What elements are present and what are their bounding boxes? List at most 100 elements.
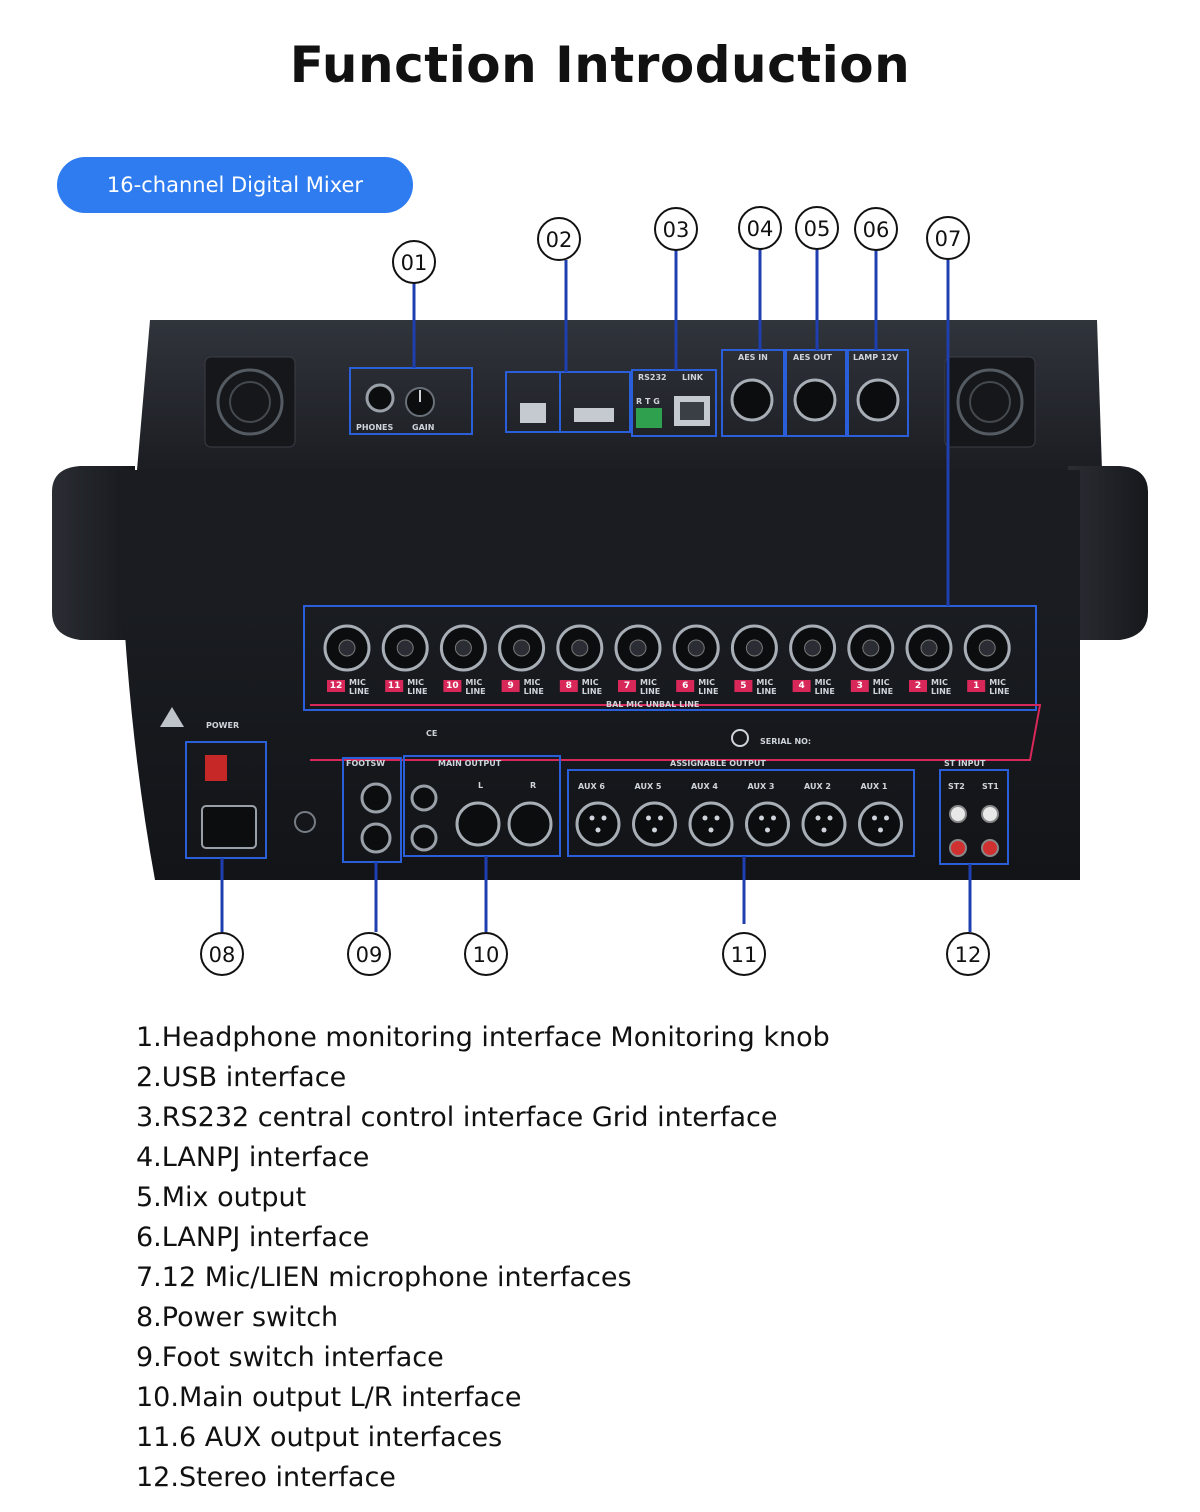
line-label: LINE	[465, 687, 485, 696]
rtg-label: R T G	[636, 397, 660, 406]
page-title: Function Introduction	[289, 36, 911, 94]
channel-number: 3	[857, 681, 863, 691]
assignable-output-label: ASSIGNABLE OUTPUT	[670, 759, 766, 768]
feature-item: 2.USB interface	[136, 1062, 347, 1093]
feature-item: 9.Foot switch interface	[136, 1342, 444, 1373]
mic-label: MIC	[349, 678, 366, 687]
feature-item: 4.LANPJ interface	[136, 1142, 370, 1173]
callout-01: 01	[392, 240, 436, 284]
aux-label: AUX 4	[691, 782, 718, 791]
svg-text:05: 05	[804, 217, 831, 241]
line-label: LINE	[640, 687, 660, 696]
line-label: LINE	[407, 687, 427, 696]
mic-label: MIC	[407, 678, 424, 687]
right-bumper	[1068, 466, 1148, 640]
svg-text:03: 03	[663, 218, 690, 242]
svg-text:02: 02	[546, 228, 573, 252]
mixer-diagram: PHONES GAIN RS232 LINK R T G AES IN AES …	[52, 206, 1148, 976]
line-label: LINE	[873, 687, 893, 696]
assignable-output-box	[567, 769, 915, 857]
svg-text:04: 04	[747, 217, 774, 241]
aux-label: AUX 6	[578, 782, 605, 791]
channel-number: 7	[624, 681, 630, 691]
main-r-label: R	[530, 781, 536, 790]
channel-number: 12	[330, 681, 343, 691]
aux-label: AUX 1	[861, 782, 888, 791]
mic-inputs-box	[303, 605, 1037, 711]
product-label: 16-channel Digital Mixer	[57, 157, 413, 213]
channel-number: 10	[446, 681, 459, 691]
feature-item: 3.RS232 central control interface Grid i…	[136, 1102, 778, 1133]
bal-mic-label: BAL MIC UNBAL LINE	[606, 700, 699, 709]
line-label: LINE	[582, 687, 602, 696]
channel-number: 1	[973, 681, 979, 691]
line-label: LINE	[989, 687, 1009, 696]
callout-lines	[220, 249, 972, 932]
svg-text:08: 08	[209, 943, 236, 967]
link-label: LINK	[682, 373, 704, 382]
feature-list: 1.Headphone monitoring interface Monitor…	[136, 1018, 830, 1498]
aux-label: AUX 5	[635, 782, 662, 791]
channel-number: 5	[740, 681, 746, 691]
mic-label: MIC	[524, 678, 541, 687]
main-output-box	[403, 755, 561, 857]
main-l-label: L	[478, 781, 483, 790]
aux-jack: AUX 2	[801, 782, 847, 847]
channel-number: 4	[798, 681, 804, 691]
callout-09: 09	[347, 932, 391, 976]
st-input-box	[939, 769, 1009, 865]
channel-number: 6	[682, 681, 688, 691]
mic-label: MIC	[873, 678, 890, 687]
svg-text:01: 01	[401, 251, 428, 275]
fan-right-icon	[944, 356, 1036, 448]
fan-left-icon	[204, 356, 296, 448]
mic-label: MIC	[640, 678, 657, 687]
st1-label: ST1	[982, 782, 999, 791]
channel-number: 2	[915, 681, 921, 691]
feature-item: 5.Mix output	[136, 1182, 307, 1213]
aes-in-label: AES IN	[738, 353, 768, 362]
mic-label: MIC	[931, 678, 948, 687]
feature-item: 1.Headphone monitoring interface Monitor…	[136, 1022, 830, 1053]
footsw-label: FOOTSW	[346, 759, 385, 768]
lamp-box	[847, 349, 909, 437]
svg-text:11: 11	[731, 943, 758, 967]
power-label: POWER	[206, 721, 239, 730]
callout-12: 12	[946, 932, 990, 976]
line-label: LINE	[815, 687, 835, 696]
power-box	[185, 741, 267, 859]
channel-number: 9	[507, 681, 513, 691]
callouts: 01 02 03 04 05 06 07 08 09 10 11 12	[200, 206, 990, 976]
rs232-link-box	[631, 369, 717, 437]
aes-out-label: AES OUT	[793, 353, 833, 362]
footsw-box	[342, 757, 402, 863]
feature-item: 11.6 AUX output interfaces	[136, 1422, 503, 1453]
callout-05: 05	[795, 206, 839, 250]
feature-item: 8.Power switch	[136, 1302, 339, 1333]
feature-item: 6.LANPJ interface	[136, 1222, 370, 1253]
aux-label: AUX 2	[804, 782, 831, 791]
callout-03: 03	[654, 207, 698, 251]
callout-11: 11	[722, 932, 766, 976]
feature-item: 10.Main output L/R interface	[136, 1382, 522, 1413]
line-label: LINE	[698, 687, 718, 696]
channel-number: 8	[566, 681, 572, 691]
mic-label: MIC	[465, 678, 482, 687]
aux-jack: AUX 3	[745, 782, 790, 847]
rs232-label: RS232	[638, 373, 667, 382]
serial-label: SERIAL NO:	[760, 737, 811, 746]
line-label: LINE	[349, 687, 369, 696]
svg-text:07: 07	[935, 227, 962, 251]
gain-label: GAIN	[412, 423, 434, 432]
callout-02: 02	[537, 217, 581, 261]
serial-ce-label: CE	[426, 729, 437, 738]
